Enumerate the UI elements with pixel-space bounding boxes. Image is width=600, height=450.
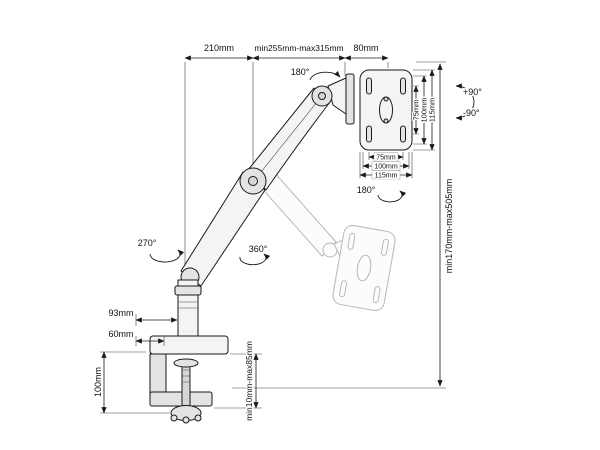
dim-label-vesa-v-115: 115mm bbox=[428, 98, 437, 122]
angle-label-tilt-up: +90° bbox=[463, 87, 482, 97]
ghost-slot bbox=[380, 238, 389, 256]
dim-label-clamp-range: min10mm-max85mm bbox=[244, 341, 254, 421]
vesa-slot bbox=[400, 77, 406, 95]
dim-label-93: 93mm bbox=[108, 308, 133, 318]
vesa-horizontal-dimensions: 75mm 100mm 115mm bbox=[359, 152, 413, 181]
clamp-height-dimension: 100mm bbox=[92, 351, 170, 414]
rotation-arrow-arc bbox=[309, 70, 341, 81]
ghost-slot bbox=[339, 280, 348, 298]
pole-collar bbox=[174, 285, 202, 296]
elbow-rotation-indicator: 360° bbox=[239, 243, 271, 266]
ghost-arm-position bbox=[257, 171, 396, 311]
dim-label-vesa-h-115: 115mm bbox=[375, 173, 398, 180]
dim-label-vesa-v-100: 100mm bbox=[420, 97, 429, 122]
desk-clamp bbox=[149, 335, 229, 424]
head-joint-pin bbox=[318, 92, 326, 100]
right-dimension: min170mm-max505mm bbox=[232, 61, 456, 389]
shoulder-rotation-indicator: 270° bbox=[136, 237, 185, 263]
vesa-vertical-dimensions: 75mm 100mm 115mm bbox=[410, 69, 438, 151]
tilt-indicator: +90° -90° bbox=[455, 83, 484, 121]
clamp-bottom-arm bbox=[149, 391, 213, 407]
screw-pad bbox=[173, 358, 199, 368]
clamp-screw-rod bbox=[181, 363, 191, 409]
clamp-top-plate bbox=[149, 335, 229, 355]
dim-label-box bbox=[371, 170, 401, 180]
angle-label-360: 360° bbox=[249, 244, 268, 254]
vesa-front-view bbox=[359, 69, 413, 151]
extension-line bbox=[100, 351, 170, 414]
head-rotation-indicator: 180° bbox=[289, 66, 341, 81]
rotation-arrow-arc bbox=[149, 249, 185, 263]
dim-label-vesa-h-100: 100mm bbox=[374, 164, 398, 171]
vesa-slot bbox=[366, 77, 372, 95]
top-dimensions: 210mm min255mm-max315mm 80mm bbox=[184, 42, 389, 278]
rotation-arrow-arc bbox=[377, 190, 407, 203]
knob-grip bbox=[194, 414, 202, 422]
vesa-bracket-side bbox=[345, 73, 355, 125]
upper-arm-detail-line bbox=[256, 96, 322, 178]
dim-label-60: 60mm bbox=[108, 329, 133, 339]
clamp-back-column bbox=[149, 353, 167, 397]
vesa-rotation-indicator: 180° bbox=[355, 184, 407, 203]
knob-grip bbox=[170, 414, 178, 422]
extension-line bbox=[214, 353, 262, 409]
ghost-slot bbox=[347, 232, 356, 250]
screw-thread bbox=[182, 369, 190, 383]
dim-label-clamp-height: 100mm bbox=[93, 367, 103, 397]
knob-grip bbox=[182, 416, 190, 424]
pole bbox=[174, 279, 202, 339]
vesa-center-hole bbox=[383, 118, 389, 124]
dim-label-horizontal-range: min255mm-max315mm bbox=[254, 43, 343, 53]
dim-label-vesa-h-75: 75mm bbox=[376, 155, 396, 162]
arm-assembly bbox=[180, 73, 355, 287]
ghost-center-slot bbox=[356, 254, 372, 282]
dim-label-vesa-v-75: 75mm bbox=[412, 100, 421, 121]
ghost-vesa-plate bbox=[332, 225, 396, 311]
dim-label-box bbox=[371, 161, 401, 171]
dim-label-210: 210mm bbox=[204, 43, 234, 53]
dim-label-box bbox=[373, 152, 399, 162]
left-dimensions: 93mm 60mm bbox=[107, 307, 178, 346]
vesa-slot bbox=[366, 125, 372, 143]
rotation-arrow-arc bbox=[239, 253, 271, 266]
tilt-arrow-arc bbox=[455, 83, 475, 121]
angle-label-head-180: 180° bbox=[291, 67, 310, 77]
elbow-joint-pin bbox=[248, 176, 258, 186]
dim-label-80: 80mm bbox=[353, 43, 378, 53]
clamp-range-dimension: min10mm-max85mm bbox=[214, 340, 262, 422]
dim-label-height-range: min170mm-max505mm bbox=[444, 179, 454, 274]
angle-label-vesa-180: 180° bbox=[357, 185, 376, 195]
angle-label-270: 270° bbox=[138, 238, 157, 248]
ghost-slot bbox=[372, 286, 381, 304]
vesa-slot bbox=[400, 125, 406, 143]
angle-label-tilt-down: -90° bbox=[463, 108, 480, 118]
vesa-center-hole bbox=[383, 96, 389, 102]
